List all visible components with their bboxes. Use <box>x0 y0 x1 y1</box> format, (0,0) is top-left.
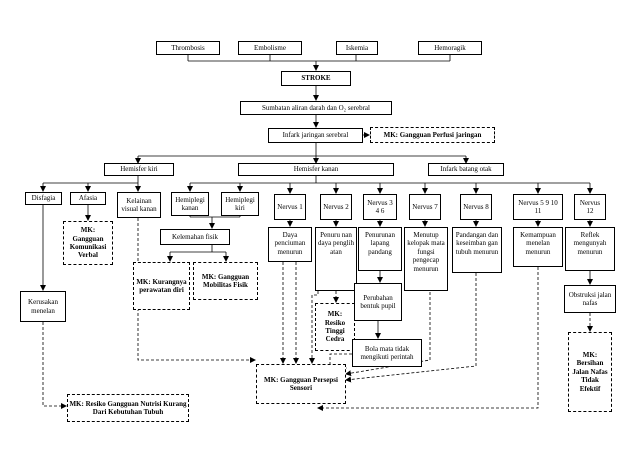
node-kelemahan-fisik: Kelemahan fisik <box>160 229 230 245</box>
mk-resiko-nutrisi: MK: Resiko Gangguan Nutrisi Kurang Dari … <box>67 394 189 422</box>
node-obstruksi-jalan-nafas: Obstruksi jalan nafas <box>564 285 616 313</box>
node-daya-penciuman: Daya penciuman menurun <box>268 227 312 262</box>
node-hemiplegi-kiri: Hemiplegi kiri <box>221 192 259 216</box>
mk-resiko-tinggi-cedera: MK: Resiko Tinggi Cedra <box>315 303 355 351</box>
node-hemoragik: Hemoragik <box>418 41 482 55</box>
mk-bersihan-jalan-nafas: MK: Bersihan Jalan Nafas Tidak Efektif <box>568 332 612 412</box>
node-nervus-7: Nervus 7 <box>409 194 441 220</box>
node-stroke: STROKE <box>281 71 351 86</box>
node-nervus-346: Nervus 3 4 6 <box>363 194 397 220</box>
node-kelainan-visual: Kelainan visual kanan <box>117 192 161 218</box>
node-reflek-mengunyah: Reflek mengunyah menurun <box>565 227 615 271</box>
node-perubahan-bentuk-pupil: Perubahan bentuk pupil <box>354 283 402 321</box>
mk-gangguan-persepsi-sensori: MK: Gangguan Persepsi Sensori <box>256 364 346 404</box>
node-hemiplegi-kanan: Hemiplegi kanan <box>171 192 209 216</box>
mk-gangguan-mobilitas: MK: Gangguan Mobilitas Fisik <box>193 262 258 300</box>
node-nervus-5-9-10-11: Nervus 5 9 10 11 <box>513 194 563 220</box>
mk-gangguan-komunikasi: MK: Gangguan Komunikasi Verbal <box>63 221 113 265</box>
node-pandangan-keseimbangan: Pandangan dan keseimban gan tubuh menuru… <box>452 227 502 273</box>
node-disfagia: Disfagia <box>25 192 62 205</box>
mk-kurangnya-perawatan: MK: Kurangnya perawatan diri <box>133 262 190 310</box>
node-penurunan-daya-penglihatan: Penuru nan daya penglih atan <box>315 227 357 291</box>
node-afasia: Afasia <box>70 192 106 205</box>
node-kerusakan-menelan: Kerusakan menelan <box>20 291 66 322</box>
node-hemisfer-kanan: Hemisfer kanan <box>238 163 394 176</box>
node-hemisfer-kiri: Hemisfer kiri <box>104 163 174 176</box>
node-nervus-12: Nervus 12 <box>574 194 606 220</box>
node-bola-mata: Bola mata tidak mengikuti perintah <box>352 339 422 367</box>
node-embolisme: Embolisme <box>238 41 302 55</box>
node-penurunan-lapang-pandang: Penurunan lapang pandang <box>358 227 402 271</box>
node-infark-batang-otak: Infark batang otak <box>428 163 504 176</box>
node-menutup-kelopak: Menutup kelopak mata fungsi pengecap men… <box>404 227 448 291</box>
mk-gangguan-perfusi: MK: Gangguan Perfusi jaringan <box>370 127 495 143</box>
node-sumbatan: Sumbatan aliran darah dan O₂ serebral <box>240 101 392 115</box>
node-infark-jaringan: Infark jaringan serebral <box>268 128 363 143</box>
node-nervus-8: Nervus 8 <box>460 194 492 220</box>
node-nervus-1: Nervus 1 <box>274 194 306 220</box>
node-kemampuan-menelan: Kemampuan menelan menurun <box>513 227 563 267</box>
node-thrombosis: Thrombosis <box>156 41 220 55</box>
node-nervus-2: Nervus 2 <box>320 194 352 220</box>
node-iskemia: Iskemia <box>336 41 378 55</box>
